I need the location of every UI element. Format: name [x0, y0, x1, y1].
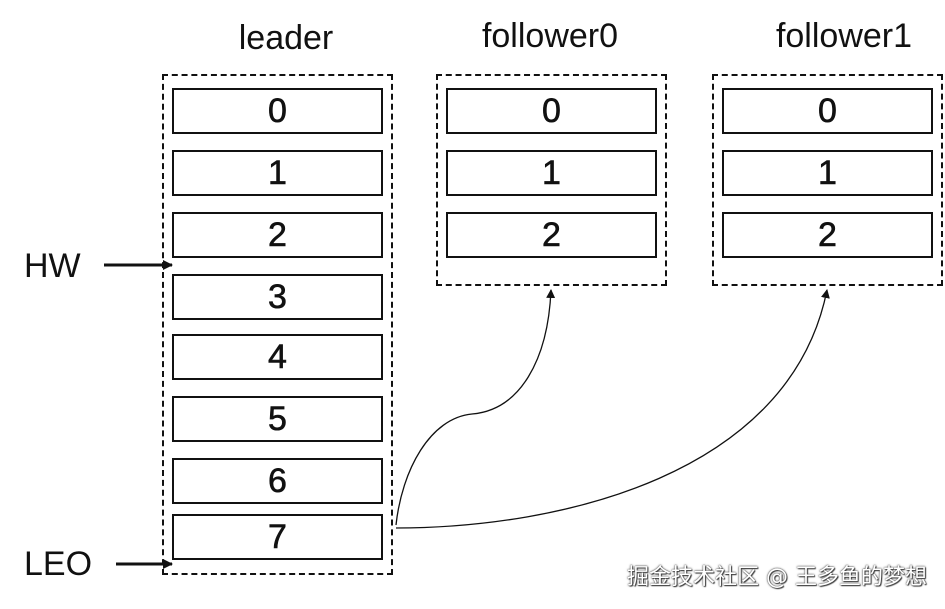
follower0-cell-label: 0 — [542, 91, 562, 130]
leader-cell-label: 1 — [268, 153, 288, 192]
leader-cell-label: 7 — [268, 517, 288, 556]
leader-cell: 4 — [172, 334, 383, 380]
watermark: 掘金技术社区 @ 王多鱼的梦想 — [627, 565, 927, 590]
leader-cell: 1 — [172, 150, 383, 196]
follower0-title: follower0 — [481, 17, 619, 55]
follower1-cell-label: 2 — [818, 215, 838, 254]
follower1-cell-label: 0 — [818, 91, 838, 130]
leader-log-group — [162, 74, 393, 575]
leader-cell: 6 — [172, 458, 383, 504]
leader-cell: 5 — [172, 396, 383, 442]
leader-cell-label: 3 — [268, 277, 288, 316]
follower1-cell: 1 — [722, 150, 933, 196]
leader-cell: 3 — [172, 274, 383, 320]
leader-cell: 7 — [172, 514, 383, 560]
follower1-log-group — [712, 74, 943, 286]
leader-cell-label: 2 — [268, 215, 288, 254]
hw-label: HW — [24, 247, 81, 285]
leader-cell-label: 5 — [268, 399, 288, 438]
follower0-log-group — [436, 74, 667, 286]
follower1-cell: 2 — [722, 212, 933, 258]
follower0-cell-label: 1 — [542, 153, 562, 192]
replication-arrow-follower0 — [395, 289, 556, 526]
follower0-cell: 1 — [446, 150, 657, 196]
leader-cell-label: 0 — [268, 91, 288, 130]
leader-cell-label: 6 — [268, 461, 288, 500]
follower1-cell: 0 — [722, 88, 933, 134]
leader-cell: 2 — [172, 212, 383, 258]
follower0-cell-label: 2 — [542, 215, 562, 254]
follower0-cell: 2 — [446, 212, 657, 258]
follower1-cell-label: 1 — [818, 153, 838, 192]
leader-cell-label: 4 — [268, 337, 288, 376]
replication-arrow-follower1 — [395, 289, 830, 529]
leo-label: LEO — [24, 545, 93, 583]
follower0-cell: 0 — [446, 88, 657, 134]
leader-cell: 0 — [172, 88, 383, 134]
leader-title: leader — [238, 19, 334, 57]
follower1-title: follower1 — [775, 17, 913, 55]
